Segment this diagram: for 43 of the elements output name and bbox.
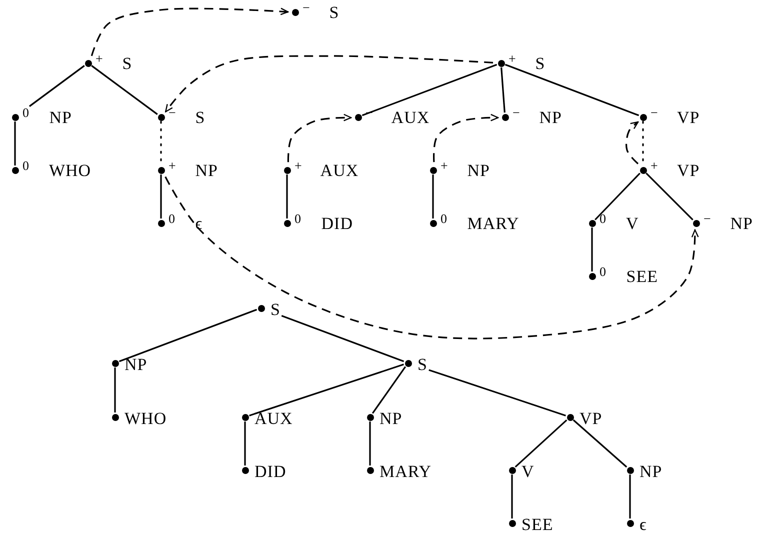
tree-branch bbox=[432, 174, 434, 218]
tree-branch bbox=[14, 122, 16, 166]
node-label: V bbox=[522, 461, 534, 483]
node-label: DID bbox=[254, 461, 286, 483]
tree-branch bbox=[514, 419, 568, 468]
node-label: NP bbox=[380, 408, 402, 430]
tree-branch bbox=[572, 419, 628, 468]
tree-branch bbox=[91, 65, 158, 115]
tree-branch bbox=[372, 366, 406, 414]
node-label: MARY bbox=[380, 461, 432, 483]
node-label: NP bbox=[640, 461, 662, 483]
tree-branch bbox=[500, 67, 506, 113]
tree-branch bbox=[244, 422, 246, 466]
node-label: WHO bbox=[124, 408, 167, 430]
tree-branch bbox=[281, 314, 404, 362]
node-label: ϵ bbox=[640, 514, 647, 536]
dashed-arrow bbox=[287, 114, 352, 162]
node-label: AUX bbox=[254, 408, 293, 430]
tree-branch bbox=[286, 174, 288, 218]
tree-branch bbox=[369, 422, 371, 466]
tree-branch bbox=[362, 64, 498, 116]
node-label: VP bbox=[580, 408, 602, 430]
tree-branch bbox=[511, 474, 513, 518]
dashed-arrow bbox=[164, 55, 494, 112]
node-label: NP bbox=[124, 354, 148, 376]
tree-branch bbox=[118, 308, 258, 362]
node-label: S bbox=[270, 299, 280, 321]
dashed-arrow bbox=[90, 8, 289, 56]
tree-branch bbox=[114, 368, 116, 412]
tree-branch bbox=[504, 64, 640, 116]
dashed-arrow bbox=[433, 114, 499, 162]
node-label: SEE bbox=[522, 514, 554, 536]
tree-branch bbox=[428, 369, 566, 416]
tree-branch bbox=[646, 172, 694, 220]
tree-branch bbox=[160, 174, 162, 218]
node-label: S bbox=[418, 354, 428, 376]
tree-branch bbox=[591, 228, 593, 272]
tree-branch bbox=[629, 474, 631, 518]
tree-branch bbox=[594, 172, 640, 220]
tree-branch bbox=[29, 65, 85, 107]
tree-branch bbox=[249, 364, 404, 416]
dashed-arrow bbox=[625, 121, 639, 164]
dashed-arrow bbox=[164, 176, 699, 340]
